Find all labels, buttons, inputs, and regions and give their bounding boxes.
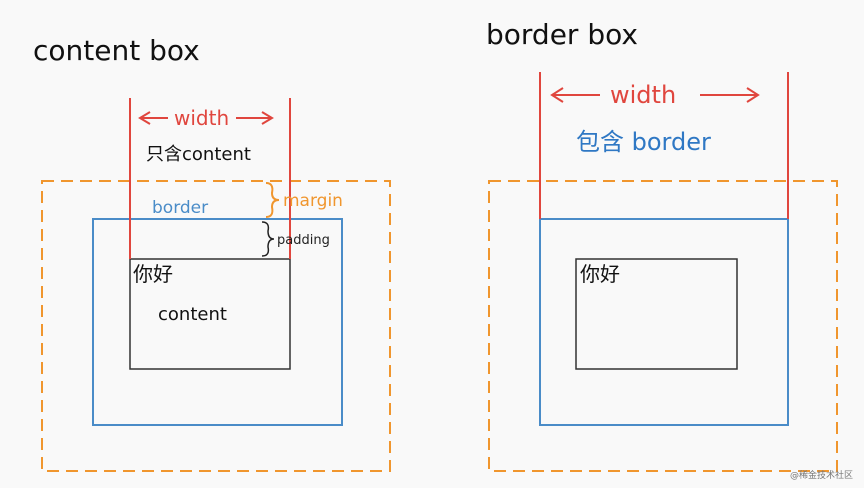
- right-border-box: [539, 218, 789, 426]
- right-content-box: [575, 258, 738, 370]
- right-margin-box: [488, 180, 838, 472]
- content-box-panel: content box width 只含content border margi…: [33, 34, 391, 472]
- right-width-note: 包含 border: [576, 128, 711, 156]
- left-width-note: 只含content: [146, 144, 251, 165]
- left-content-text: 你好: [133, 262, 173, 286]
- left-content-box: [129, 258, 291, 370]
- left-border-box: [92, 218, 343, 426]
- border-box-panel: border box width 包含 border 你好: [486, 18, 838, 472]
- watermark-text: @稀金技术社区: [790, 469, 853, 481]
- margin-brace: [265, 182, 280, 218]
- right-content-text: 你好: [580, 262, 620, 286]
- left-content-label: content: [158, 304, 227, 325]
- left-width-arrow: [138, 111, 274, 125]
- right-width-arrow: [550, 87, 760, 103]
- left-padding-label: padding: [277, 233, 330, 248]
- left-margin-label: margin: [283, 191, 343, 211]
- left-border-label: border: [152, 198, 208, 218]
- padding-brace: [261, 221, 275, 257]
- left-width-label: width: [174, 106, 229, 130]
- border-box-title: border box: [486, 18, 638, 51]
- left-margin-box: [41, 180, 391, 472]
- content-box-title: content box: [33, 34, 200, 67]
- right-width-label: width: [610, 81, 676, 109]
